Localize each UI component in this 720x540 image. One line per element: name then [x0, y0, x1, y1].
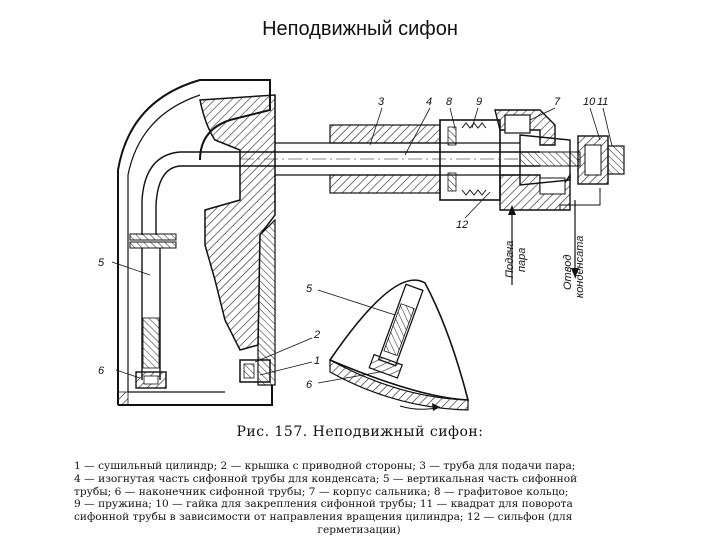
- part-label-7: 7: [554, 96, 561, 108]
- part-label-3: 3: [378, 96, 385, 108]
- end-nut-and-square: [520, 135, 625, 211]
- drive-side-cover: [199, 94, 276, 386]
- legend-line: трубы; 6 — наконечник сифонной трубы; 7 …: [74, 485, 569, 498]
- part-label-11: 11: [597, 96, 608, 108]
- part-label-5: 5: [98, 257, 105, 269]
- drying-cylinder: [117, 79, 273, 406]
- part-label-2: 2: [313, 329, 320, 341]
- condensate-outlet-arrow: [571, 200, 579, 278]
- legend-line: сифонной трубы в зависимости от направле…: [74, 511, 573, 524]
- part-label-10: 10: [583, 96, 596, 108]
- legend-line: 4 — изогнутая часть сифонной трубы для к…: [74, 472, 578, 485]
- siphon-diagram: 3 4 8 9 7 10 11 12 5 6 5 2 1 6 Подача па…: [98, 79, 625, 411]
- condensate-outlet-label-2: конденсата: [574, 236, 586, 298]
- part-label-6-inset: 6: [306, 379, 313, 391]
- legend-line: герметизации): [317, 523, 401, 536]
- siphon-bent-part: [141, 151, 540, 235]
- part-label-4: 4: [426, 96, 432, 108]
- figure-caption-title: Рис. 157. Неподвижный сифон:: [236, 424, 484, 440]
- part-label-6: 6: [98, 365, 105, 377]
- gland-housing: [439, 109, 581, 211]
- siphon-tip: [135, 371, 167, 389]
- legend-line: 1 — сушильный цилиндр; 2 — крышка с прив…: [74, 460, 576, 472]
- part-label-5-inset: 5: [306, 283, 313, 295]
- slide-title: Неподвижный сифон: [262, 18, 458, 40]
- legend-line: 9 — пружина; 10 — гайка для закрепления …: [74, 498, 573, 511]
- part-label-1: 1: [314, 355, 320, 367]
- part-label-9: 9: [476, 96, 482, 108]
- steam-supply-pipe: [275, 124, 520, 194]
- steam-inlet-label-2: пара: [516, 248, 528, 272]
- part-label-8: 8: [446, 96, 453, 108]
- steam-inlet-label-1: Подача: [504, 241, 516, 278]
- figure-legend: 1 — сушильный цилиндр; 2 — крышка с прив…: [74, 460, 644, 537]
- leader-lines: [111, 107, 613, 384]
- siphon-vertical-part: [129, 233, 177, 380]
- steam-inlet-arrow: [508, 205, 516, 285]
- part-label-12: 12: [456, 219, 468, 231]
- inset-cross-section: [328, 279, 470, 411]
- condensate-outlet-label-1: Отвод: [562, 255, 574, 290]
